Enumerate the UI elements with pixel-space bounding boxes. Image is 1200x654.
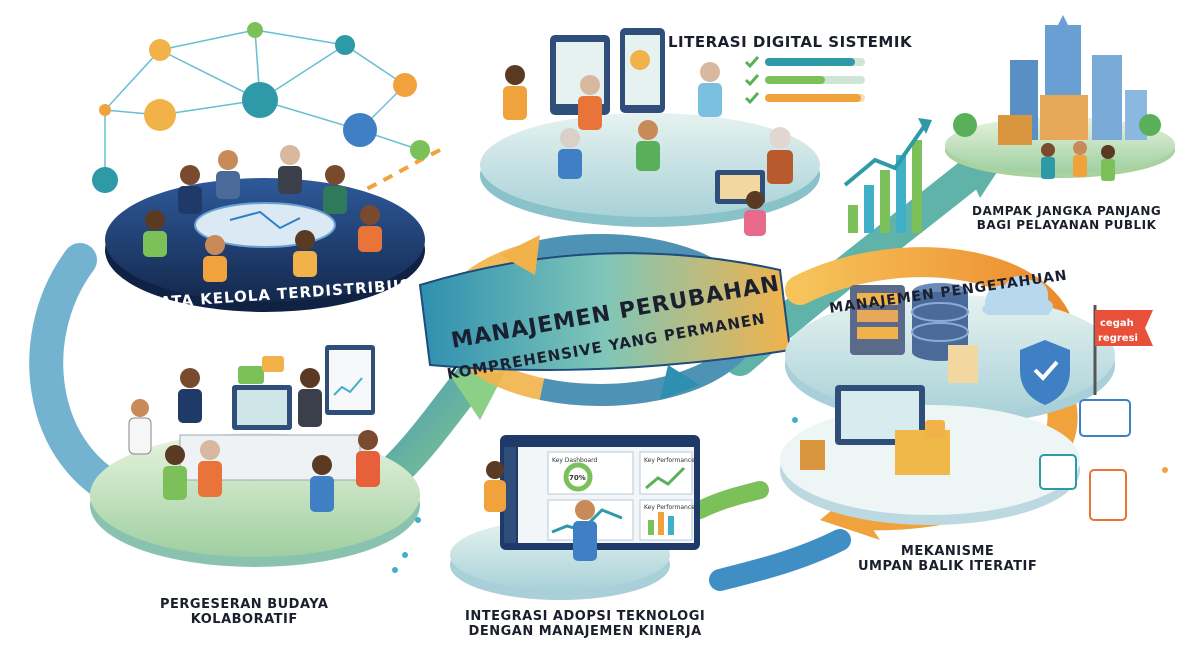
label-pergeseran: PERGESERAN BUDAYA KOLABORATIF [160, 597, 329, 628]
label-dampak-line1: DAMPAK JANGKA PANJANG [972, 204, 1162, 218]
network-node-icon [247, 22, 263, 38]
flag-text-line2: regresi [1098, 333, 1138, 344]
checklist-icon [1089, 469, 1127, 521]
disc-integrasi [450, 435, 700, 600]
dashboard-gauge-value: 70% [569, 474, 586, 482]
label-literasi: LITERASI DIGITAL SISTEMIK [668, 33, 913, 51]
team-icon [144, 99, 176, 131]
label-mekanisme-line1: MEKANISME [900, 544, 995, 559]
flag-cegah-regresi [1093, 305, 1153, 395]
label-integrasi-line2: DENGAN MANAJEMEN KINERJA [468, 623, 702, 639]
check-icon [744, 56, 760, 69]
tree-icon [1139, 114, 1161, 136]
network-node-icon [410, 140, 430, 160]
checkbox-icon [1039, 454, 1077, 490]
document-icon [948, 345, 978, 383]
label-integrasi: INTEGRASI ADOPSI TEKNOLOGI DENGAN MANAJE… [465, 609, 706, 640]
literasi-checklist [744, 56, 865, 105]
label-pergeseran-line1: PERGESERAN BUDAYA [160, 597, 329, 612]
cloud-icon [982, 276, 1053, 315]
disc-pergeseran [90, 345, 420, 567]
dashboard-panel-title: Key Performance [644, 504, 695, 511]
city-dampak [945, 15, 1175, 181]
chat-icon [262, 356, 284, 372]
label-mekanisme-line2: UMPAN BALIK ITERATIF [858, 558, 1038, 574]
people-tata-kelola [143, 145, 382, 282]
network-node-icon [393, 73, 417, 97]
network-node-icon [335, 35, 355, 55]
user-icon [92, 167, 118, 193]
chat-icon [925, 420, 945, 438]
flag-text-line1: cegah [1100, 318, 1134, 329]
arrow-head-icon [500, 235, 540, 275]
box-icon [800, 440, 825, 470]
disc-literasi [480, 28, 820, 236]
building-icon [1040, 95, 1088, 140]
profile-card-icon [1079, 399, 1131, 437]
arrow-head-icon [820, 495, 880, 540]
label-integrasi-line1: INTEGRASI ADOPSI TEKNOLOGI [465, 609, 706, 624]
building-icon [1092, 55, 1122, 140]
chat-icon [238, 366, 264, 384]
label-pergeseran-line2: KOLABORATIF [190, 611, 298, 627]
network-graph [92, 22, 430, 193]
growth-chart-icon [843, 118, 932, 233]
shield-icon [1020, 340, 1070, 405]
label-mekanisme: MEKANISME UMPAN BALIK ITERATIF [858, 544, 1038, 575]
arrow-head-icon [660, 365, 700, 400]
check-icon [744, 92, 760, 105]
disc-mekanisme [780, 385, 1131, 525]
central-ribbon [418, 234, 792, 406]
dashboard-panel-title: Key Dashboard [552, 457, 598, 464]
hub-icon [242, 82, 278, 118]
label-dampak-line2: BAGI PELAYANAN PUBLIK [976, 217, 1157, 232]
arrow-head-icon [450, 372, 505, 420]
label-dampak: DAMPAK JANGKA PANJANG BAGI PELAYANAN PUB… [972, 204, 1162, 233]
tree-icon [953, 113, 977, 137]
user-icon [343, 113, 377, 147]
dashboard-panel-title: Key Performance [644, 457, 695, 464]
check-icon [744, 74, 760, 87]
network-node-icon [99, 104, 111, 116]
network-node-icon [149, 39, 171, 61]
dotted-connectors [392, 417, 1168, 573]
